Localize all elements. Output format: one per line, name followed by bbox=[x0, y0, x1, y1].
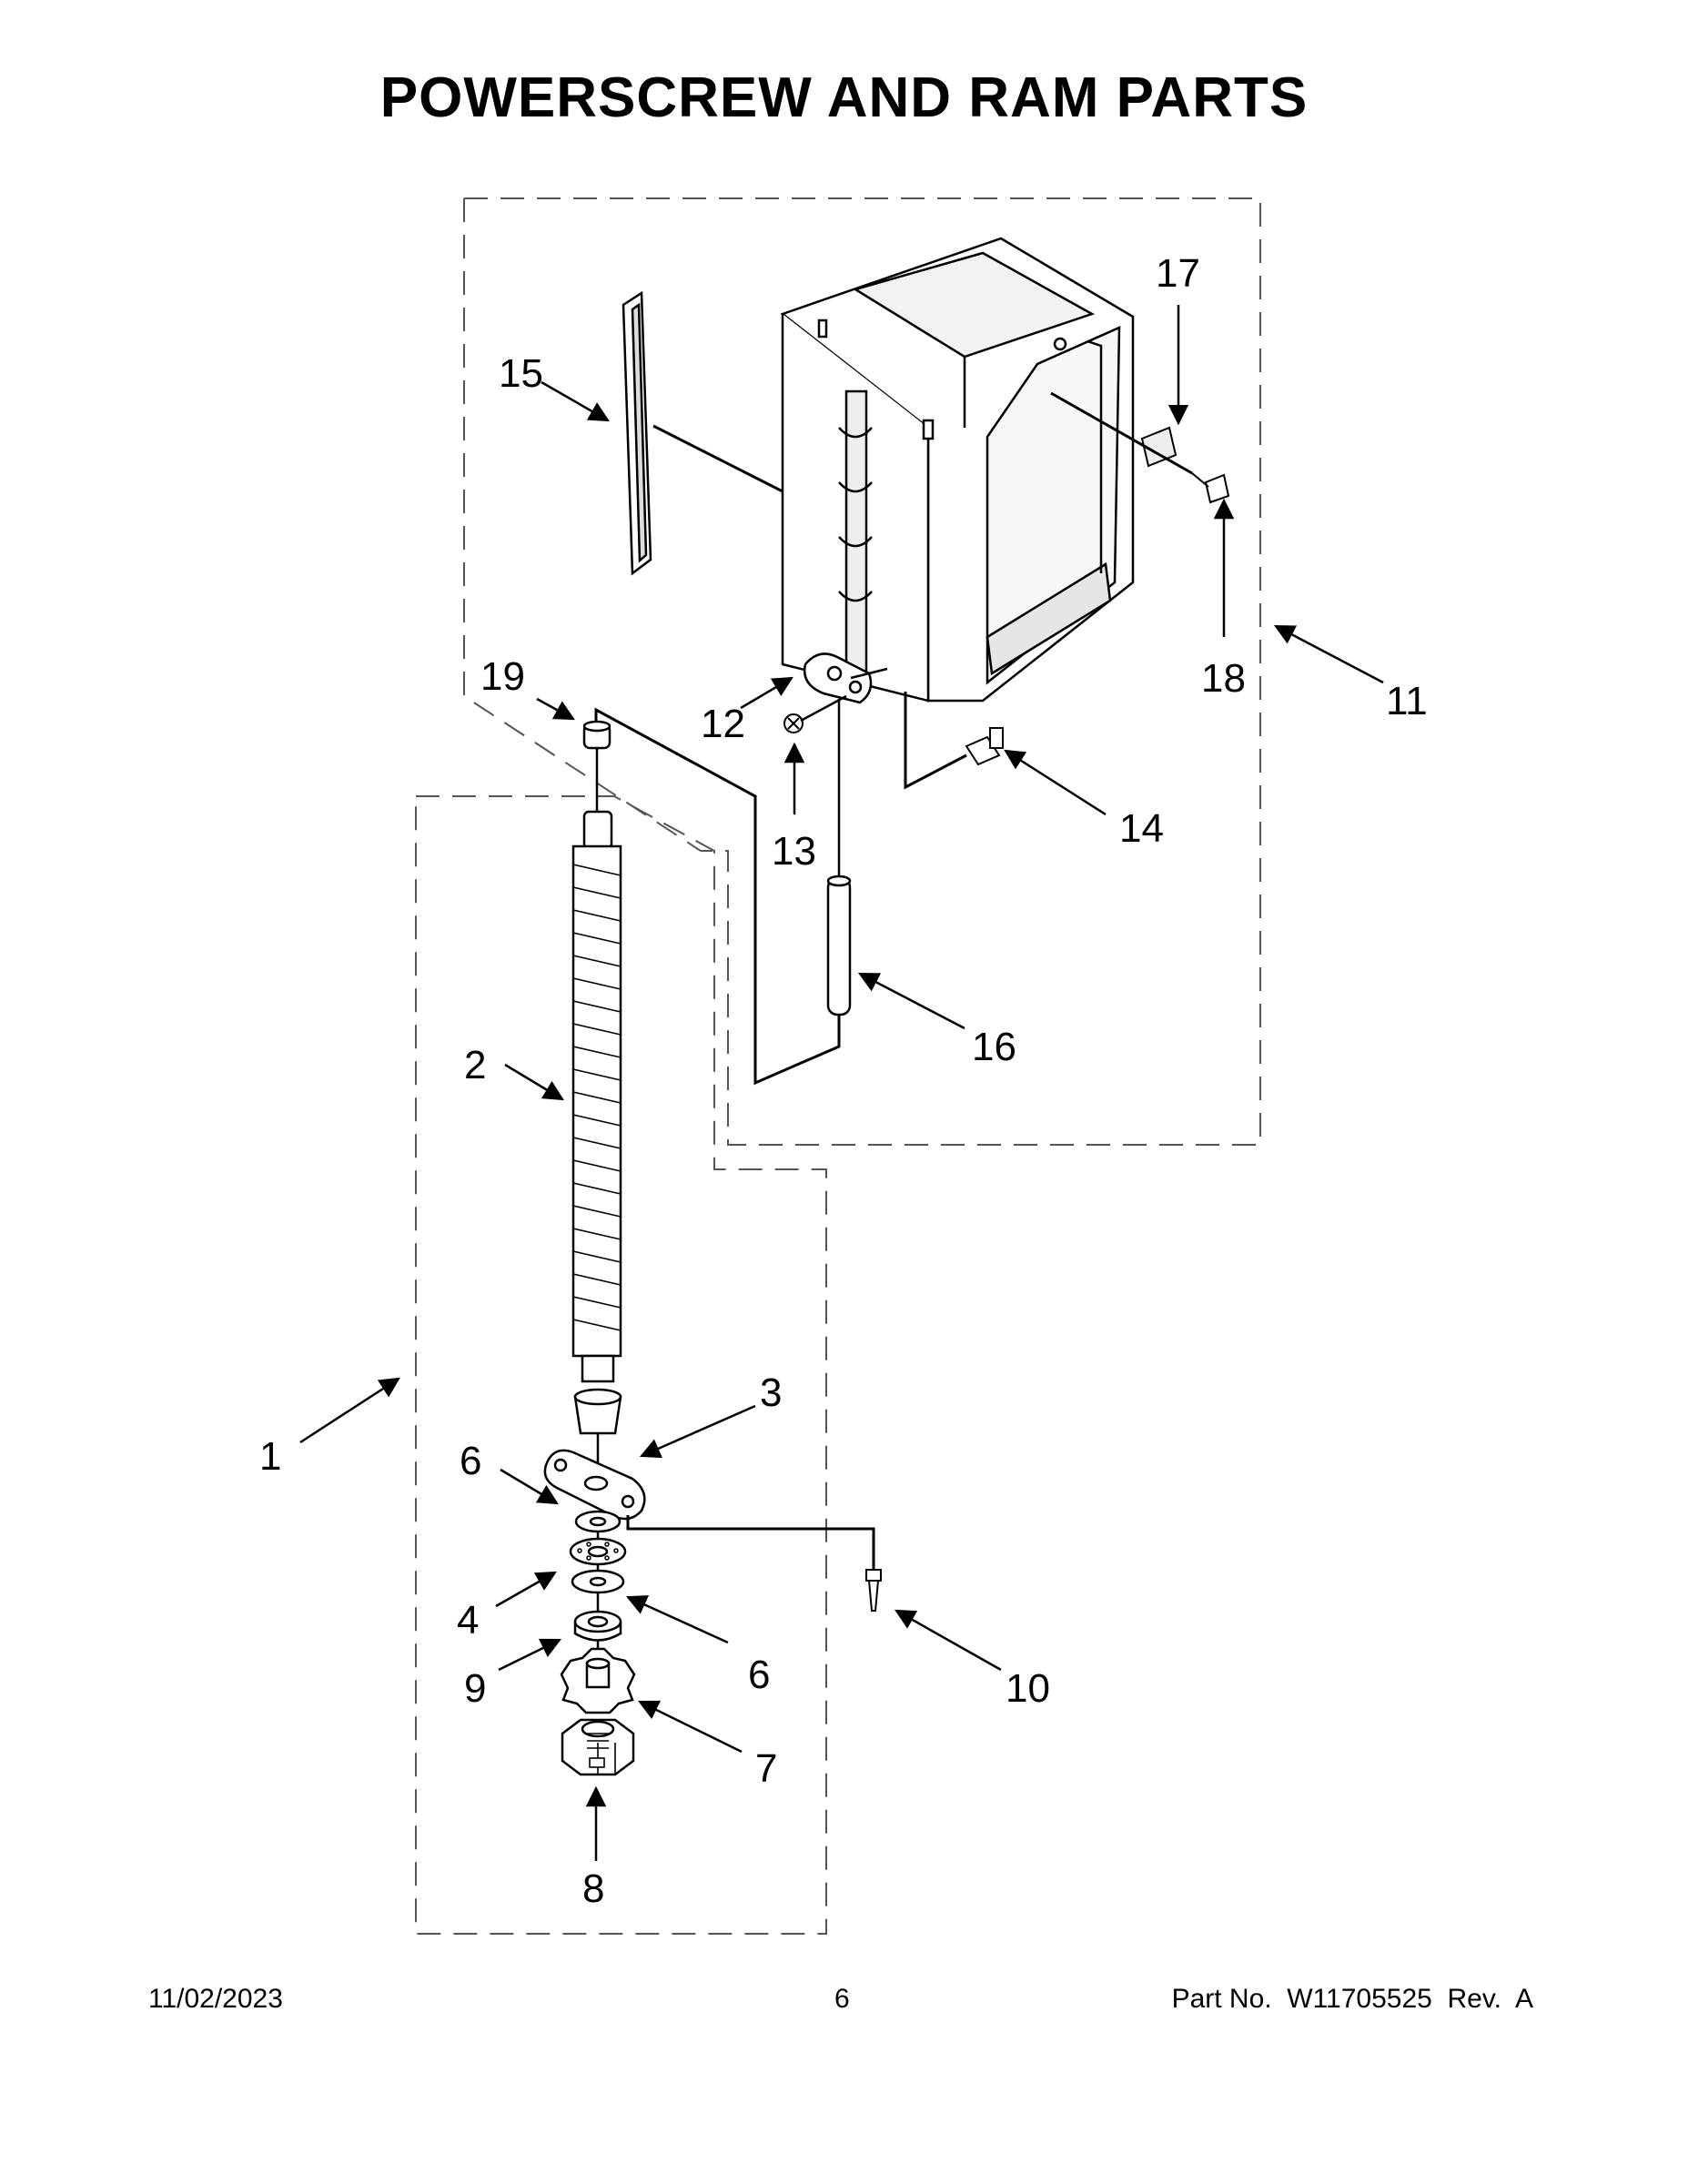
glide-rail bbox=[622, 290, 652, 576]
callout-6-upper: 6 bbox=[460, 1439, 481, 1483]
callout-18: 18 bbox=[1201, 656, 1246, 701]
page-title: POWERSCREW AND RAM PARTS bbox=[379, 66, 1309, 129]
powerscrew bbox=[571, 810, 622, 1435]
footer-page-number: 6 bbox=[834, 1984, 850, 2014]
pin bbox=[826, 875, 852, 1016]
bracket bbox=[1140, 426, 1178, 468]
callout-14: 14 bbox=[1119, 806, 1164, 851]
callout-11: 11 bbox=[1386, 679, 1428, 723]
clip bbox=[783, 713, 804, 733]
spacer bbox=[573, 1610, 622, 1642]
callout-labels: 15 17 18 11 12 19 13 14 16 2 1 3 6 4 6 9… bbox=[259, 251, 1428, 1911]
ram-assembly-boundary bbox=[463, 197, 1261, 1146]
screw-14 bbox=[965, 727, 1004, 766]
footer-date: 11/02/2023 bbox=[148, 1984, 283, 2014]
cap bbox=[582, 720, 612, 750]
callout-2: 2 bbox=[464, 1043, 486, 1087]
callout-17: 17 bbox=[1156, 251, 1200, 296]
callout-8: 8 bbox=[582, 1866, 604, 1911]
screw-18 bbox=[1191, 472, 1230, 504]
link bbox=[803, 652, 873, 704]
callout-1: 1 bbox=[259, 1434, 281, 1479]
callout-4: 4 bbox=[457, 1598, 479, 1643]
washer-upper bbox=[574, 1510, 622, 1533]
bearing-plate bbox=[543, 1449, 646, 1521]
callout-3: 3 bbox=[760, 1370, 782, 1415]
callout-15: 15 bbox=[499, 351, 543, 396]
ram-box bbox=[780, 237, 1135, 703]
screw-10 bbox=[865, 1569, 882, 1612]
callout-12: 12 bbox=[701, 702, 745, 746]
callout-13: 13 bbox=[772, 829, 816, 874]
sprocket bbox=[560, 1647, 636, 1714]
callout-7: 7 bbox=[755, 1746, 777, 1791]
nut bbox=[561, 1718, 635, 1776]
thrust-bearing bbox=[569, 1537, 627, 1566]
callout-19: 19 bbox=[480, 654, 525, 699]
footer-part-number: Part No. W11705525 Rev. A bbox=[1171, 1984, 1533, 2014]
callout-arrows bbox=[299, 305, 1384, 1861]
callout-6-lower: 6 bbox=[748, 1653, 770, 1697]
callout-16: 16 bbox=[972, 1025, 1016, 1069]
callout-10: 10 bbox=[1006, 1666, 1050, 1711]
callout-9: 9 bbox=[464, 1666, 486, 1711]
washer-lower bbox=[571, 1569, 625, 1594]
